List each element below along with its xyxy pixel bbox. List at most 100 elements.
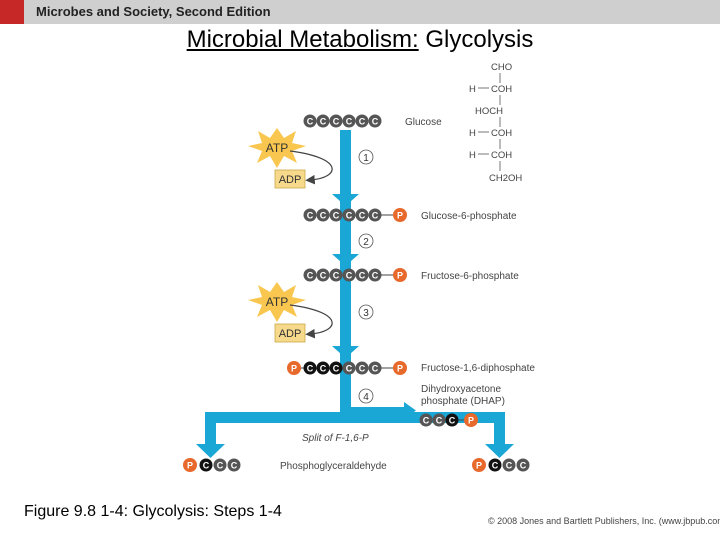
glucose-molecule: C C C C C C: [303, 114, 382, 128]
carbon-label: C: [346, 117, 353, 127]
carbon-atom: [213, 458, 227, 472]
dhap-label-line2: phosphate (DHAP): [421, 396, 505, 407]
carbon-atom: [342, 208, 356, 222]
carbon-atom: [368, 208, 382, 222]
carbon-label: C: [436, 416, 443, 426]
header-accent: [0, 0, 24, 24]
atp-curve-arrow-2: [289, 304, 333, 339]
split-right-head: [485, 444, 514, 458]
carbon-label: C: [217, 461, 224, 471]
atp-label-2: ATP: [266, 295, 288, 309]
split-label: Split of F-1,6-P: [302, 433, 369, 444]
carbon-atom: [303, 114, 317, 128]
carbon-atom: [342, 114, 356, 128]
step-marker-1: [358, 149, 374, 165]
formula-coh1: COH: [491, 84, 512, 95]
g6p-label: Glucose-6-phosphate: [421, 211, 517, 222]
adp-label-1: ADP: [279, 174, 302, 186]
carbon-label: C: [231, 461, 238, 471]
carbon-label: C: [333, 117, 340, 127]
phosphate-label: P: [397, 364, 403, 374]
step-number-4: 4: [363, 392, 369, 403]
atp-star-1: [248, 128, 306, 168]
carbon-atom: [199, 458, 213, 472]
carbon-atom: [355, 268, 369, 282]
g6p-molecule: C C C C C C P: [303, 208, 407, 222]
formula-ch2oh: CH2OH: [489, 173, 522, 184]
dhap-label-line1: Dihydroxyacetone: [421, 384, 501, 395]
carbon-label: C: [203, 461, 210, 471]
carbon-label: C: [372, 117, 379, 127]
carbon-atom: [316, 114, 330, 128]
formula-cho: CHO: [491, 62, 512, 73]
carbon-atom: [488, 458, 502, 472]
carbon-label: C: [506, 461, 513, 471]
step-number-3: 3: [363, 308, 369, 319]
carbon-atom: [316, 361, 330, 375]
carbon-atom: [516, 458, 530, 472]
header-bar: [0, 0, 720, 24]
dhap-molecule: C C C P: [419, 413, 478, 427]
carbon-label: C: [359, 117, 366, 127]
adp-box-1: [274, 169, 306, 189]
carbon-atom: [355, 114, 369, 128]
step-marker-2: [358, 233, 374, 249]
carbon-atom: [303, 361, 317, 375]
carbon-label: C: [492, 461, 499, 471]
pgal-molecule-right: P C C C: [472, 458, 530, 472]
phosphate-group: [183, 458, 197, 472]
carbon-atom: [329, 361, 343, 375]
carbon-atom: [316, 208, 330, 222]
carbon-atom: [342, 361, 356, 375]
carbon-label: C: [307, 271, 314, 281]
carbon-label: C: [359, 271, 366, 281]
f6p-label: Fructose-6-phosphate: [421, 271, 519, 282]
phosphate-group: [287, 361, 301, 375]
carbon-atom: [316, 268, 330, 282]
slide-title-rest: Glycolysis: [418, 26, 534, 53]
carbon-label: C: [333, 211, 340, 221]
carbon-label: C: [520, 461, 527, 471]
carbon-atom: [419, 413, 433, 427]
arrow-head-3: [332, 346, 359, 358]
formula-h1: H: [469, 84, 476, 95]
carbon-atom: [368, 361, 382, 375]
step-marker-4: [358, 388, 374, 404]
arrow-head-2: [332, 254, 359, 266]
atp-label-1: ATP: [266, 141, 288, 155]
pgal-label: Phosphoglyceraldehyde: [280, 461, 387, 472]
book-title: Microbes and Society, Second Edition: [36, 4, 271, 19]
carbon-label: C: [307, 211, 314, 221]
carbon-label: C: [372, 271, 379, 281]
split-right-down: [494, 412, 505, 446]
slide-title-underlined: Microbial Metabolism:: [186, 26, 419, 53]
phosphate-group: [393, 208, 407, 222]
phosphate-label: P: [476, 461, 482, 471]
phosphate-group: [393, 268, 407, 282]
copyright-notice: © 2008 Jones and Bartlett Publishers, In…: [488, 516, 720, 526]
glucose-label: Glucose: [405, 117, 442, 128]
carbon-atom: [445, 413, 459, 427]
split-left-head: [196, 444, 225, 458]
carbon-label: C: [320, 211, 327, 221]
carbon-atom: [502, 458, 516, 472]
carbon-atom: [368, 114, 382, 128]
carbon-label: C: [359, 364, 366, 374]
carbon-label: C: [307, 117, 314, 127]
f16dp-label: Fructose-1,6-diphosphate: [421, 363, 535, 374]
adp-label-2: ADP: [279, 328, 302, 340]
carbon-label: C: [320, 271, 327, 281]
phosphate-label: P: [291, 364, 297, 374]
carbon-atom: [329, 268, 343, 282]
f6p-molecule: C C C C C C P: [303, 268, 407, 282]
step-marker-3: [358, 304, 374, 320]
atp-curve-arrow-1: [289, 150, 333, 185]
carbon-label: C: [333, 364, 340, 374]
formula-coh3: COH: [491, 128, 512, 139]
atp-star-2: [248, 282, 306, 322]
carbon-label: C: [449, 416, 456, 426]
phosphate-group: [464, 413, 478, 427]
phosphate-label: P: [397, 271, 403, 281]
figure-caption: Figure 9.8 1-4: Glycolysis: Steps 1-4: [24, 503, 282, 520]
step-number-1: 1: [363, 153, 369, 164]
